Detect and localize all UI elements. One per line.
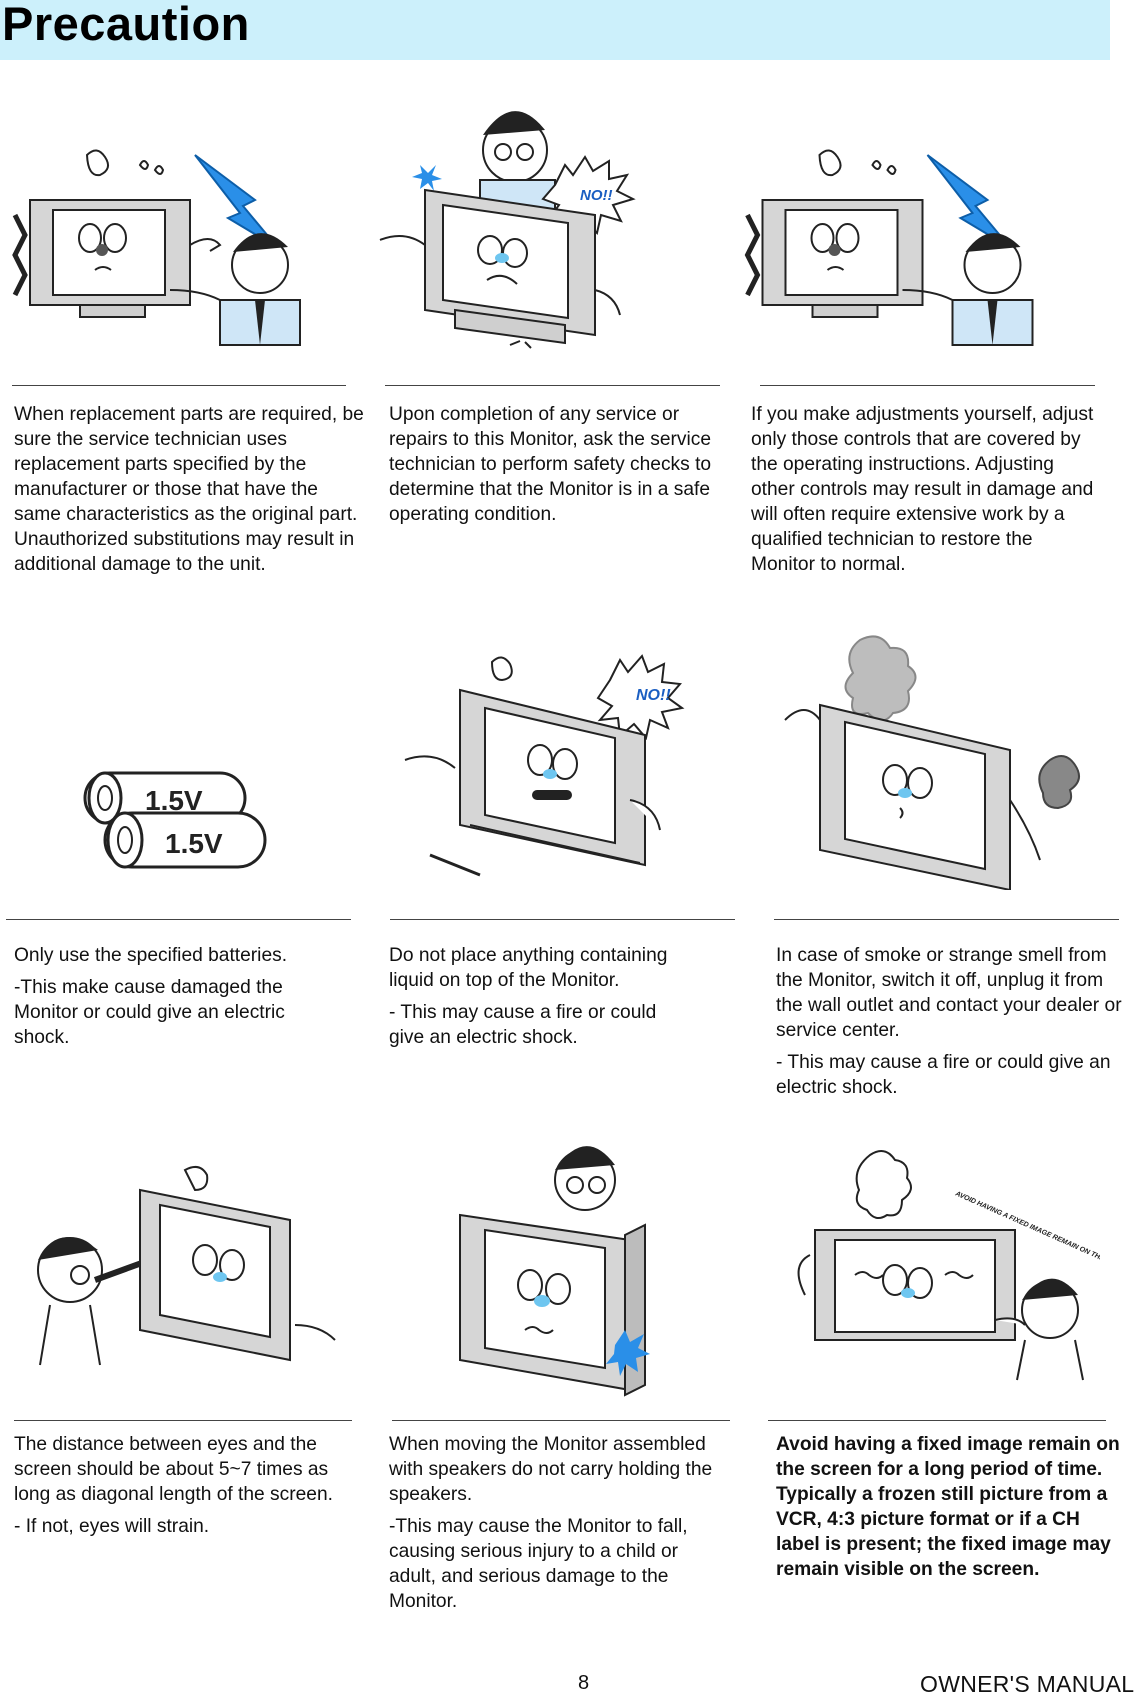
precaution-text: In case of smoke or strange smell from t… — [776, 945, 1122, 1041]
illustration-fixed-image: AVOID HAVING A FIXED IMAGE REMAIN ON THE… — [790, 1135, 1100, 1385]
divider — [392, 1420, 730, 1421]
divider — [768, 1420, 1106, 1421]
precaution-self-adjust: If you make adjustments yourself, adjust… — [751, 402, 1101, 584]
illustration-moving-monitor — [430, 1135, 690, 1400]
crying-face-icon — [78, 223, 127, 271]
person-icon — [554, 1146, 616, 1211]
illustration-batteries: 1.5V 1.5V — [75, 765, 275, 875]
child-icon — [37, 1237, 103, 1366]
sad-face-icon — [192, 1244, 245, 1282]
spark-icon — [412, 165, 442, 191]
precaution-subtext: -This make cause damaged the Monitor or … — [14, 977, 285, 1048]
battery-icon: 1.5V — [103, 811, 267, 869]
crying-face-icon — [810, 223, 860, 271]
divider — [774, 919, 1119, 920]
sad-face-icon — [882, 1264, 933, 1299]
no-speech-bubble: NO!! — [596, 654, 685, 741]
divider — [14, 1420, 352, 1421]
smoke-icon — [855, 1150, 912, 1220]
precaution-subtext: -This may cause the Monitor to fall, cau… — [389, 1516, 688, 1612]
battery-label-2: 1.5V — [165, 828, 223, 859]
precaution-safety-check: Upon completion of any service or repair… — [389, 402, 724, 534]
title-bar: Precaution — [0, 0, 1110, 60]
precaution-text: If you make adjustments yourself, adjust… — [751, 404, 1094, 575]
precaution-text: Avoid having a fixed image remain on the… — [776, 1434, 1120, 1580]
technician-icon — [902, 233, 1034, 346]
precaution-text: The distance between eyes and the screen… — [14, 1434, 333, 1505]
divider — [760, 385, 1095, 386]
worried-face-icon — [477, 235, 528, 285]
precaution-text: Do not place anything containing liquid … — [389, 945, 668, 991]
no-label-2: NO!! — [636, 687, 671, 704]
scribble-icon — [818, 149, 897, 177]
impact-icon — [606, 1330, 650, 1376]
manual-label: OWNER'S MANUAL — [920, 1671, 1135, 1697]
divider — [12, 385, 346, 386]
scared-face-icon — [527, 744, 578, 800]
battery-label-1: 1.5V — [145, 785, 203, 816]
person-icon — [994, 1278, 1084, 1381]
precaution-subtext: - This may cause a fire or could give an… — [776, 1052, 1111, 1098]
precaution-replacement-parts: When replacement parts are required, be … — [14, 402, 369, 584]
smoke-icon — [844, 635, 917, 722]
precaution-moving-monitor: When moving the Monitor assembled with s… — [389, 1432, 724, 1621]
scribble-icon — [490, 656, 513, 682]
precaution-viewing-distance: The distance between eyes and the screen… — [14, 1432, 364, 1546]
screws-icon — [509, 340, 532, 349]
precaution-fixed-image: Avoid having a fixed image remain on the… — [776, 1432, 1126, 1589]
illustration-replacement-parts — [5, 140, 335, 365]
precaution-text: Upon completion of any service or repair… — [389, 404, 712, 525]
precaution-batteries: Only use the specified batteries. -This … — [14, 943, 334, 1057]
precaution-text: When replacement parts are required, be … — [14, 404, 364, 575]
page-number: 8 — [578, 1672, 590, 1694]
divider — [390, 919, 735, 920]
no-label-1: NO!! — [580, 187, 613, 204]
precaution-smoke: In case of smoke or strange smell from t… — [776, 943, 1126, 1107]
illustration-smoke — [780, 630, 1100, 890]
scribble-icon — [85, 149, 165, 177]
illustration-viewing-distance — [10, 1165, 355, 1375]
illustration-self-adjust — [715, 140, 1090, 365]
precaution-subtext: - If not, eyes will strain. — [14, 1516, 210, 1537]
illustration-service-check: NO!! — [375, 90, 675, 380]
battery-icon: 1.5V — [83, 771, 247, 825]
technician-icon — [169, 233, 301, 346]
divider — [6, 919, 351, 920]
smoke-icon — [1038, 755, 1080, 810]
divider — [385, 385, 720, 386]
precaution-text: When moving the Monitor assembled with s… — [389, 1434, 713, 1505]
precaution-no-liquid: Do not place anything containing liquid … — [389, 943, 694, 1057]
illustration-no-liquid: NO!! — [400, 650, 700, 880]
sad-face-icon — [882, 764, 933, 819]
precaution-text: Only use the specified batteries. — [14, 945, 288, 966]
page-title: Precaution — [2, 0, 250, 50]
worried-face-icon — [517, 1269, 571, 1334]
technician-icon — [479, 111, 556, 211]
precaution-subtext: - This may cause a fire or could give an… — [389, 1002, 657, 1048]
